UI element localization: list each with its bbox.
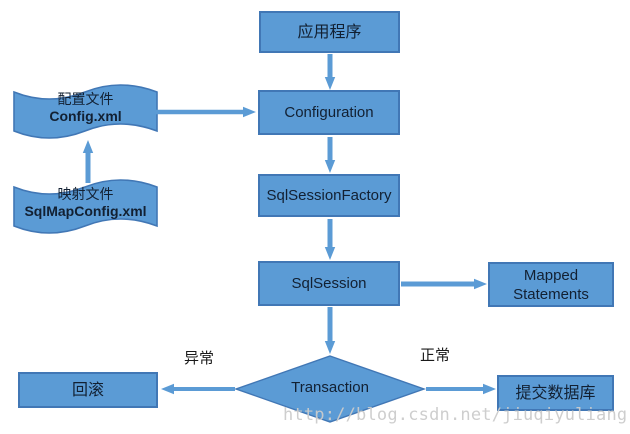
node-mapped-statements: Mapped Statements	[488, 262, 614, 307]
config-file-label: 配置文件 Config.xml	[14, 91, 157, 125]
mapping-file-title: 映射文件	[57, 186, 114, 202]
config-file-shape	[13, 84, 158, 139]
config-file-title: 配置文件	[57, 91, 114, 107]
node-application: 应用程序	[259, 11, 400, 53]
transaction-diamond	[233, 355, 427, 423]
transaction-label: Transaction	[291, 379, 369, 396]
mapping-file-shape	[13, 179, 158, 234]
config-file-filename: Config.xml	[49, 108, 122, 124]
node-sqlsessionfactory: SqlSessionFactory	[258, 174, 400, 217]
node-configuration: Configuration	[258, 90, 400, 135]
node-commit: 提交数据库	[497, 375, 614, 411]
mapping-file-label: 映射文件 SqlMapConfig.xml	[14, 186, 157, 220]
edge-label-normal: 正常	[420, 347, 451, 364]
edge-label-exception: 异常	[184, 350, 215, 367]
node-rollback: 回滚	[18, 372, 158, 408]
csdn-watermark: http://blog.csdn.net/jiuqiyuliang	[283, 405, 628, 425]
mapping-file-filename: SqlMapConfig.xml	[24, 203, 147, 219]
node-sqlsession: SqlSession	[258, 261, 400, 306]
